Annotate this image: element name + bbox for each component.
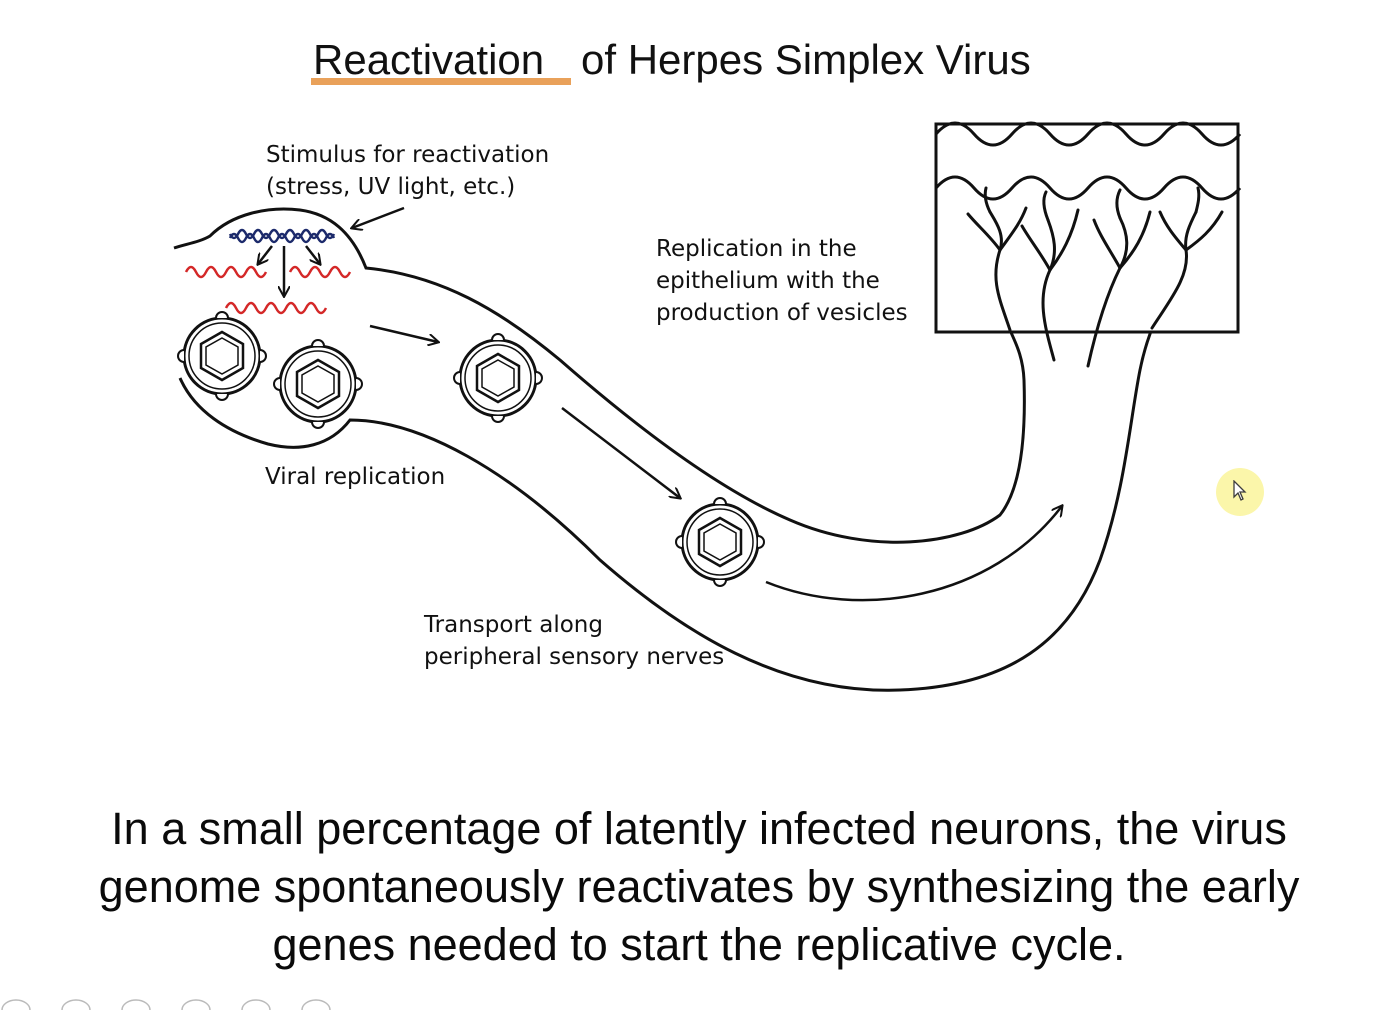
title-rest: of Herpes Simplex Virus bbox=[581, 36, 1031, 83]
caption-line: In a small percentage of latently infect… bbox=[111, 803, 1287, 854]
cursor-highlight bbox=[1216, 468, 1264, 516]
label-viral-replication: Viral replication bbox=[265, 464, 445, 490]
label-replication-line1: Replication in the bbox=[656, 236, 857, 262]
virion-icon bbox=[452, 332, 544, 424]
arrow-transport-2 bbox=[561, 407, 680, 498]
caption-line: genome spontaneously reactivates by synt… bbox=[98, 861, 1300, 912]
label-stimulus-line2: (stress, UV light, etc.) bbox=[266, 174, 515, 200]
nerve-endings bbox=[966, 186, 1224, 368]
label-stimulus-line1: Stimulus for reactivation bbox=[266, 142, 549, 168]
label-transport-line2: peripheral sensory nerves bbox=[424, 644, 724, 670]
slide-navigation-dots bbox=[1, 999, 331, 1010]
virion-icon bbox=[272, 338, 364, 430]
slide-caption: In a small percentage of latently infect… bbox=[40, 800, 1358, 974]
arrow-transport-1 bbox=[369, 324, 438, 342]
label-transport-line1: Transport along bbox=[423, 612, 603, 638]
virion-icon bbox=[176, 310, 268, 402]
epithelium-surface-wave bbox=[934, 121, 1242, 147]
caption-line: genes needed to start the replicative cy… bbox=[272, 919, 1126, 970]
arrow-transcription-right bbox=[305, 245, 320, 264]
arrow-transport-3 bbox=[765, 506, 1062, 602]
mouse-pointer-icon bbox=[1233, 480, 1247, 501]
virion-icon bbox=[674, 496, 766, 588]
title-underline bbox=[311, 78, 571, 85]
arrow-transcription-left bbox=[258, 245, 273, 264]
viral-mrna-icon bbox=[184, 265, 352, 315]
arrow-stimulus bbox=[352, 206, 405, 228]
cell-body-outline-bottom bbox=[178, 327, 1154, 692]
cell-body-outline-top bbox=[173, 207, 1026, 544]
label-replication-line3: production of vesicles bbox=[656, 300, 908, 326]
viral-dna-icon bbox=[228, 228, 336, 244]
title-underlined-word: Reactivation bbox=[313, 36, 544, 83]
label-replication-line2: epithelium with the bbox=[656, 268, 880, 294]
